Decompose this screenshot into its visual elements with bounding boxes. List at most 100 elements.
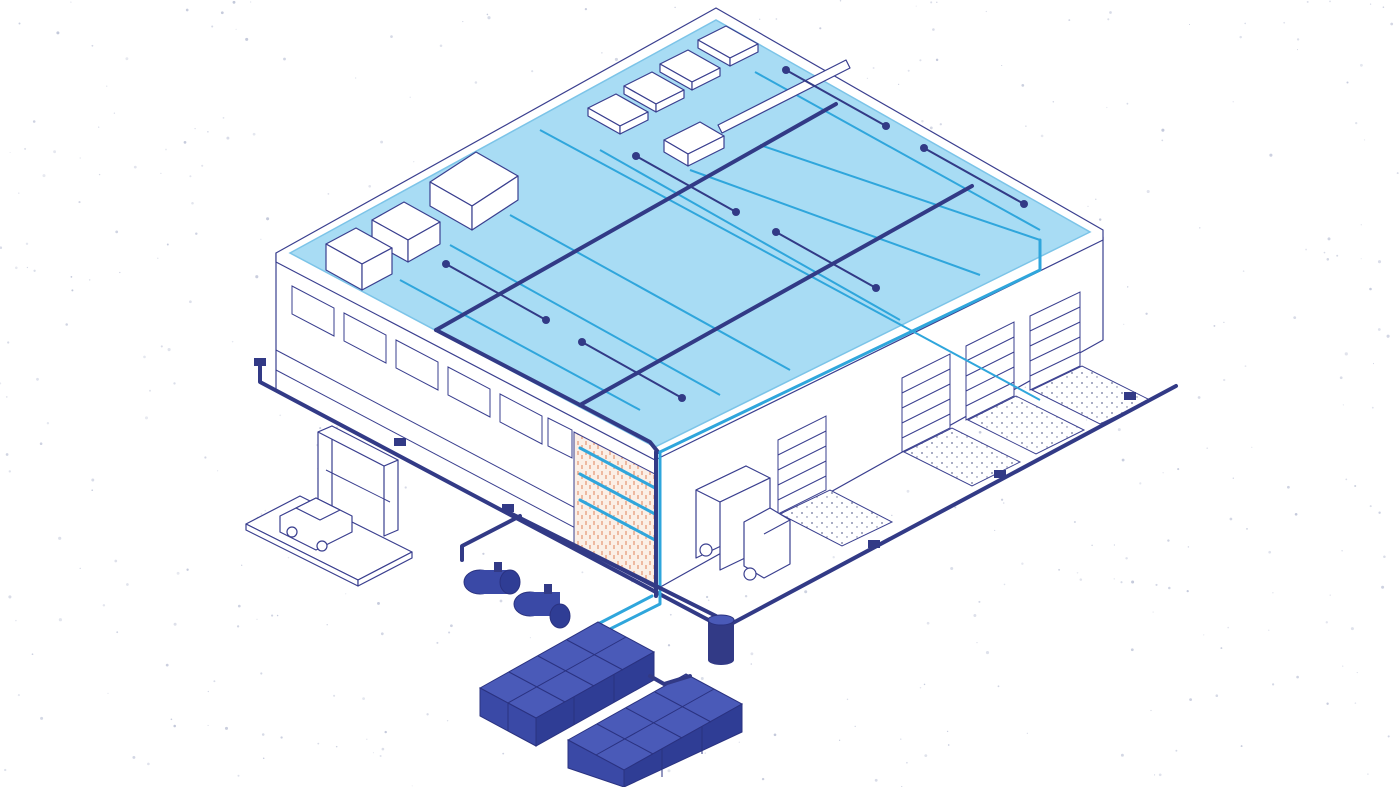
speckle [107,692,109,694]
speckle [1125,557,1128,560]
speckle [1068,19,1071,22]
speckle [372,752,374,754]
speckle [366,738,368,740]
speckle [1369,505,1372,508]
speckle [15,619,17,622]
speckle [1079,578,1083,581]
speckle [939,123,942,126]
speckle [482,552,485,555]
speckle [207,131,209,133]
speckle [333,694,336,697]
speckle [978,600,981,603]
speckle [1246,528,1248,530]
roof-drain-icon [632,152,640,160]
speckle [65,323,68,326]
speckle [1021,84,1025,87]
speckle [1287,485,1290,489]
speckle [891,514,893,517]
speckle [7,341,10,344]
speckle [954,506,957,509]
speckle [601,52,603,54]
ground-drain-icon [994,470,1006,478]
speckle [704,752,706,754]
speckle [761,777,765,781]
speckle [355,77,357,79]
speckle [994,529,996,531]
speckle [924,754,928,757]
speckle [1106,106,1108,109]
speckle [18,192,20,194]
speckle [381,747,385,751]
speckle [674,6,676,9]
roof-drains [442,66,1028,402]
speckle [211,25,214,28]
speckle [450,624,453,628]
speckle [143,355,146,359]
speckle [186,568,189,571]
speckle [935,58,939,62]
speckle [1040,134,1044,138]
speckle [216,470,219,472]
speckle [1130,648,1134,652]
site-drainage-pipes [254,358,1178,665]
speckle [1327,237,1331,241]
speckle [237,604,241,608]
speckle [98,173,101,176]
speckle [1251,446,1253,448]
speckle [1232,101,1234,103]
warehouse-building [275,7,1152,598]
speckle [1206,447,1209,450]
speckle [231,340,234,343]
speckle [1158,773,1162,777]
speckle [207,690,209,693]
speckle [262,757,265,759]
roof-drain-icon [678,394,686,402]
speckle [976,641,978,644]
roof-drain-icon [542,316,550,324]
speckle [1344,352,1348,356]
hvac-unit-icon [623,71,685,113]
speckle [183,141,187,144]
speckle [1117,428,1121,432]
speckle [79,567,81,570]
speckle [317,742,320,745]
speckle [1150,709,1152,712]
speckle [1329,0,1331,3]
speckle [1305,248,1308,251]
speckle [1342,665,1344,667]
speckle [380,140,384,144]
speckle [173,622,177,626]
speckle [79,157,81,159]
speckle [529,637,531,639]
speckle [56,31,60,35]
speckle [804,590,808,594]
roof-drain-icon [920,144,928,152]
speckle [1360,258,1362,260]
speckle [201,164,204,167]
ground-drain-icon [868,540,880,548]
speckle [283,57,286,61]
speckle [581,571,584,574]
speckle [194,127,196,130]
speckle [319,427,322,430]
speckle [1341,550,1343,552]
speckle [872,67,875,69]
speckle [173,382,176,385]
speckle [26,266,29,269]
speckle [36,377,39,381]
speckle [379,755,382,757]
car-icon [279,497,353,552]
speckle [1026,732,1028,734]
speckle [1002,502,1005,504]
speckle [160,345,163,348]
speckle [487,16,491,20]
speckle [5,396,8,398]
right-perimeter-pipe [714,384,1178,634]
speckle [1383,555,1386,558]
speckle [1326,702,1329,705]
speckle [165,663,169,667]
speckle [1296,49,1299,51]
speckle [17,694,20,697]
speckle [1120,753,1124,757]
